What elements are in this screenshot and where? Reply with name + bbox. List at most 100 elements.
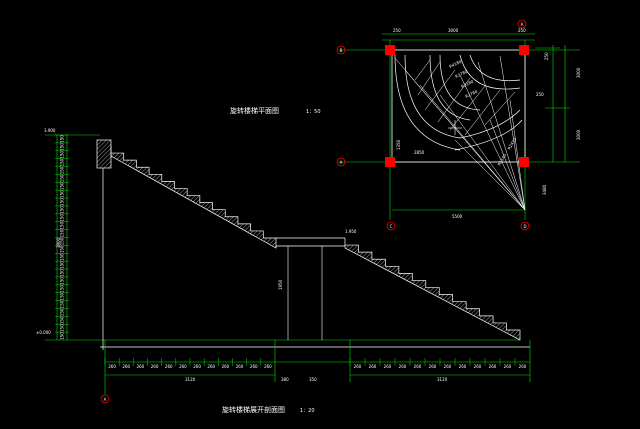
riser-dim-label: 150	[60, 332, 65, 340]
riser-dim-label: 150	[60, 158, 65, 166]
riser-dim-label: 150	[60, 237, 65, 245]
section-view: 1501501501501501501501501501501501501501…	[36, 128, 531, 404]
section-title: 旋转楼梯展开剖面图 1：20	[222, 405, 315, 414]
section-left-dimension: 1501501501501501501501501501501501501501…	[36, 128, 520, 341]
riser-dim-label: 150	[60, 324, 65, 332]
tread-dim-label: 260	[429, 364, 437, 369]
axis-bubble: C	[386, 221, 396, 231]
dim-text: 250	[393, 28, 401, 33]
tread-dim-label: 260	[489, 364, 497, 369]
riser-dim-label: 150	[60, 206, 65, 214]
axis-bubble: A	[336, 157, 346, 167]
radius-label: R2410	[507, 136, 518, 150]
landing-dim: 350	[309, 377, 317, 382]
plan-stair-arcs	[394, 54, 523, 151]
dim-text: 250	[544, 52, 549, 60]
riser-dim-label: 150	[60, 261, 65, 269]
tread-dim-label: 260	[414, 364, 422, 369]
plan-columns	[385, 45, 529, 167]
plan-radial-lines	[394, 55, 526, 211]
tread-dim-label: 260	[137, 364, 145, 369]
tread-dim-label: 260	[504, 364, 512, 369]
tread-dim-label: 260	[354, 364, 362, 369]
svg-text:B: B	[340, 48, 343, 53]
svg-text:A: A	[521, 22, 524, 27]
section-axis-bubble: A	[100, 394, 110, 404]
riser-dim-label: 150	[60, 300, 65, 308]
tread-dim-label: 260	[399, 364, 407, 369]
tread-dim-label: 260	[264, 364, 272, 369]
dim-text: 2850	[414, 150, 425, 155]
middle-landing: 1.950 1950	[276, 229, 357, 340]
radius-label: R4180	[448, 59, 462, 69]
svg-text:D: D	[523, 224, 526, 229]
dim-text: 3000	[448, 28, 459, 33]
dim-text: 3480	[542, 184, 547, 195]
total-height-label: 3900	[56, 237, 61, 248]
lower-flight	[344, 238, 521, 341]
riser-dim-label: 150	[60, 277, 65, 285]
radius-label: R3780	[454, 69, 468, 79]
riser-dim-label: 150	[60, 135, 65, 143]
riser-dim-label: 150	[60, 221, 65, 229]
tread-dim-label: 260	[459, 364, 467, 369]
plan-view: B A C D A 250 3000 250 250	[336, 19, 581, 231]
stair-flight-profile	[344, 238, 521, 341]
ground-level-label: ±0.000	[36, 330, 51, 335]
riser-label-group: 1501501501501501501501501501501501501501…	[55, 135, 69, 340]
svg-text:1：50: 1：50	[306, 109, 321, 115]
tread-dim-label: 260	[207, 364, 215, 369]
tread-label-group: 260 260 260 260 260 260 260 260 260 260 260 260 260 2…	[104, 358, 527, 369]
riser-dim-label: 150	[60, 269, 65, 277]
riser-dim-label: 150	[60, 190, 65, 198]
landing-level-label: 1.950	[345, 229, 357, 234]
tread-dim-label: 260	[369, 364, 377, 369]
tread-dim-label: 260	[179, 364, 187, 369]
riser-dim-label: 150	[60, 182, 65, 190]
bottom-right-total: 3120	[437, 377, 448, 382]
riser-dim-label: 150	[60, 198, 65, 206]
top-landing	[96, 139, 112, 169]
section-bottom-dimension: 260 260 260 260 260 260 260 260 260 260 260 260 260 2…	[104, 340, 531, 395]
riser-dim-label: 150	[60, 245, 65, 253]
tread-dim-label: 260	[519, 364, 527, 369]
radius-label: R1540	[497, 152, 508, 166]
tread-dim-label: 260	[151, 364, 159, 369]
dim-text: 5500	[452, 214, 463, 219]
riser-dim-label: 150	[60, 150, 65, 158]
dim-text: 1350	[396, 139, 401, 150]
svg-text:C: C	[390, 224, 393, 229]
riser-dim-label: 150	[60, 284, 65, 292]
riser-dim-label: 150	[60, 174, 65, 182]
stair-flight-profile	[110, 146, 277, 249]
bottom-left-total: 3120	[185, 377, 196, 382]
dim-text: 3000	[576, 129, 581, 140]
tread-dim-label: 260	[384, 364, 392, 369]
riser-dim-label: 150	[60, 316, 65, 324]
dim-text: 3000	[576, 67, 581, 78]
tread-dim-label: 260	[222, 364, 230, 369]
riser-dim-label: 150	[60, 292, 65, 300]
tread-dim-label: 260	[108, 364, 116, 369]
dim-text: 250	[518, 28, 526, 33]
landing-height-label: 1950	[278, 279, 283, 290]
svg-text:旋转楼梯展开剖面图: 旋转楼梯展开剖面图	[222, 405, 285, 414]
plan-title: 旋转楼梯平面图 1：50	[230, 106, 321, 115]
tread-dim-label: 260	[236, 364, 244, 369]
tread-dim-label: 260	[250, 364, 258, 369]
upper-flight	[110, 146, 277, 249]
radius-label: R2780	[464, 89, 478, 99]
radius-label: R3180	[460, 79, 474, 89]
riser-dim-label: 150	[60, 229, 65, 237]
plan-dimension-texts: 250 3000 250 250 3000 3000 5500 R4180 R3…	[393, 28, 581, 219]
tread-dim-label: 260	[474, 364, 482, 369]
svg-text:1：20: 1：20	[300, 408, 315, 414]
axis-bubble: D	[520, 221, 530, 231]
riser-dim-label: 150	[60, 253, 65, 261]
plan-outline	[391, 49, 526, 163]
dim-text: 250	[536, 92, 544, 97]
tread-dim-label: 260	[122, 364, 130, 369]
svg-text:A: A	[340, 160, 343, 165]
svg-text:A: A	[104, 397, 107, 402]
tread-dim-label: 260	[165, 364, 173, 369]
